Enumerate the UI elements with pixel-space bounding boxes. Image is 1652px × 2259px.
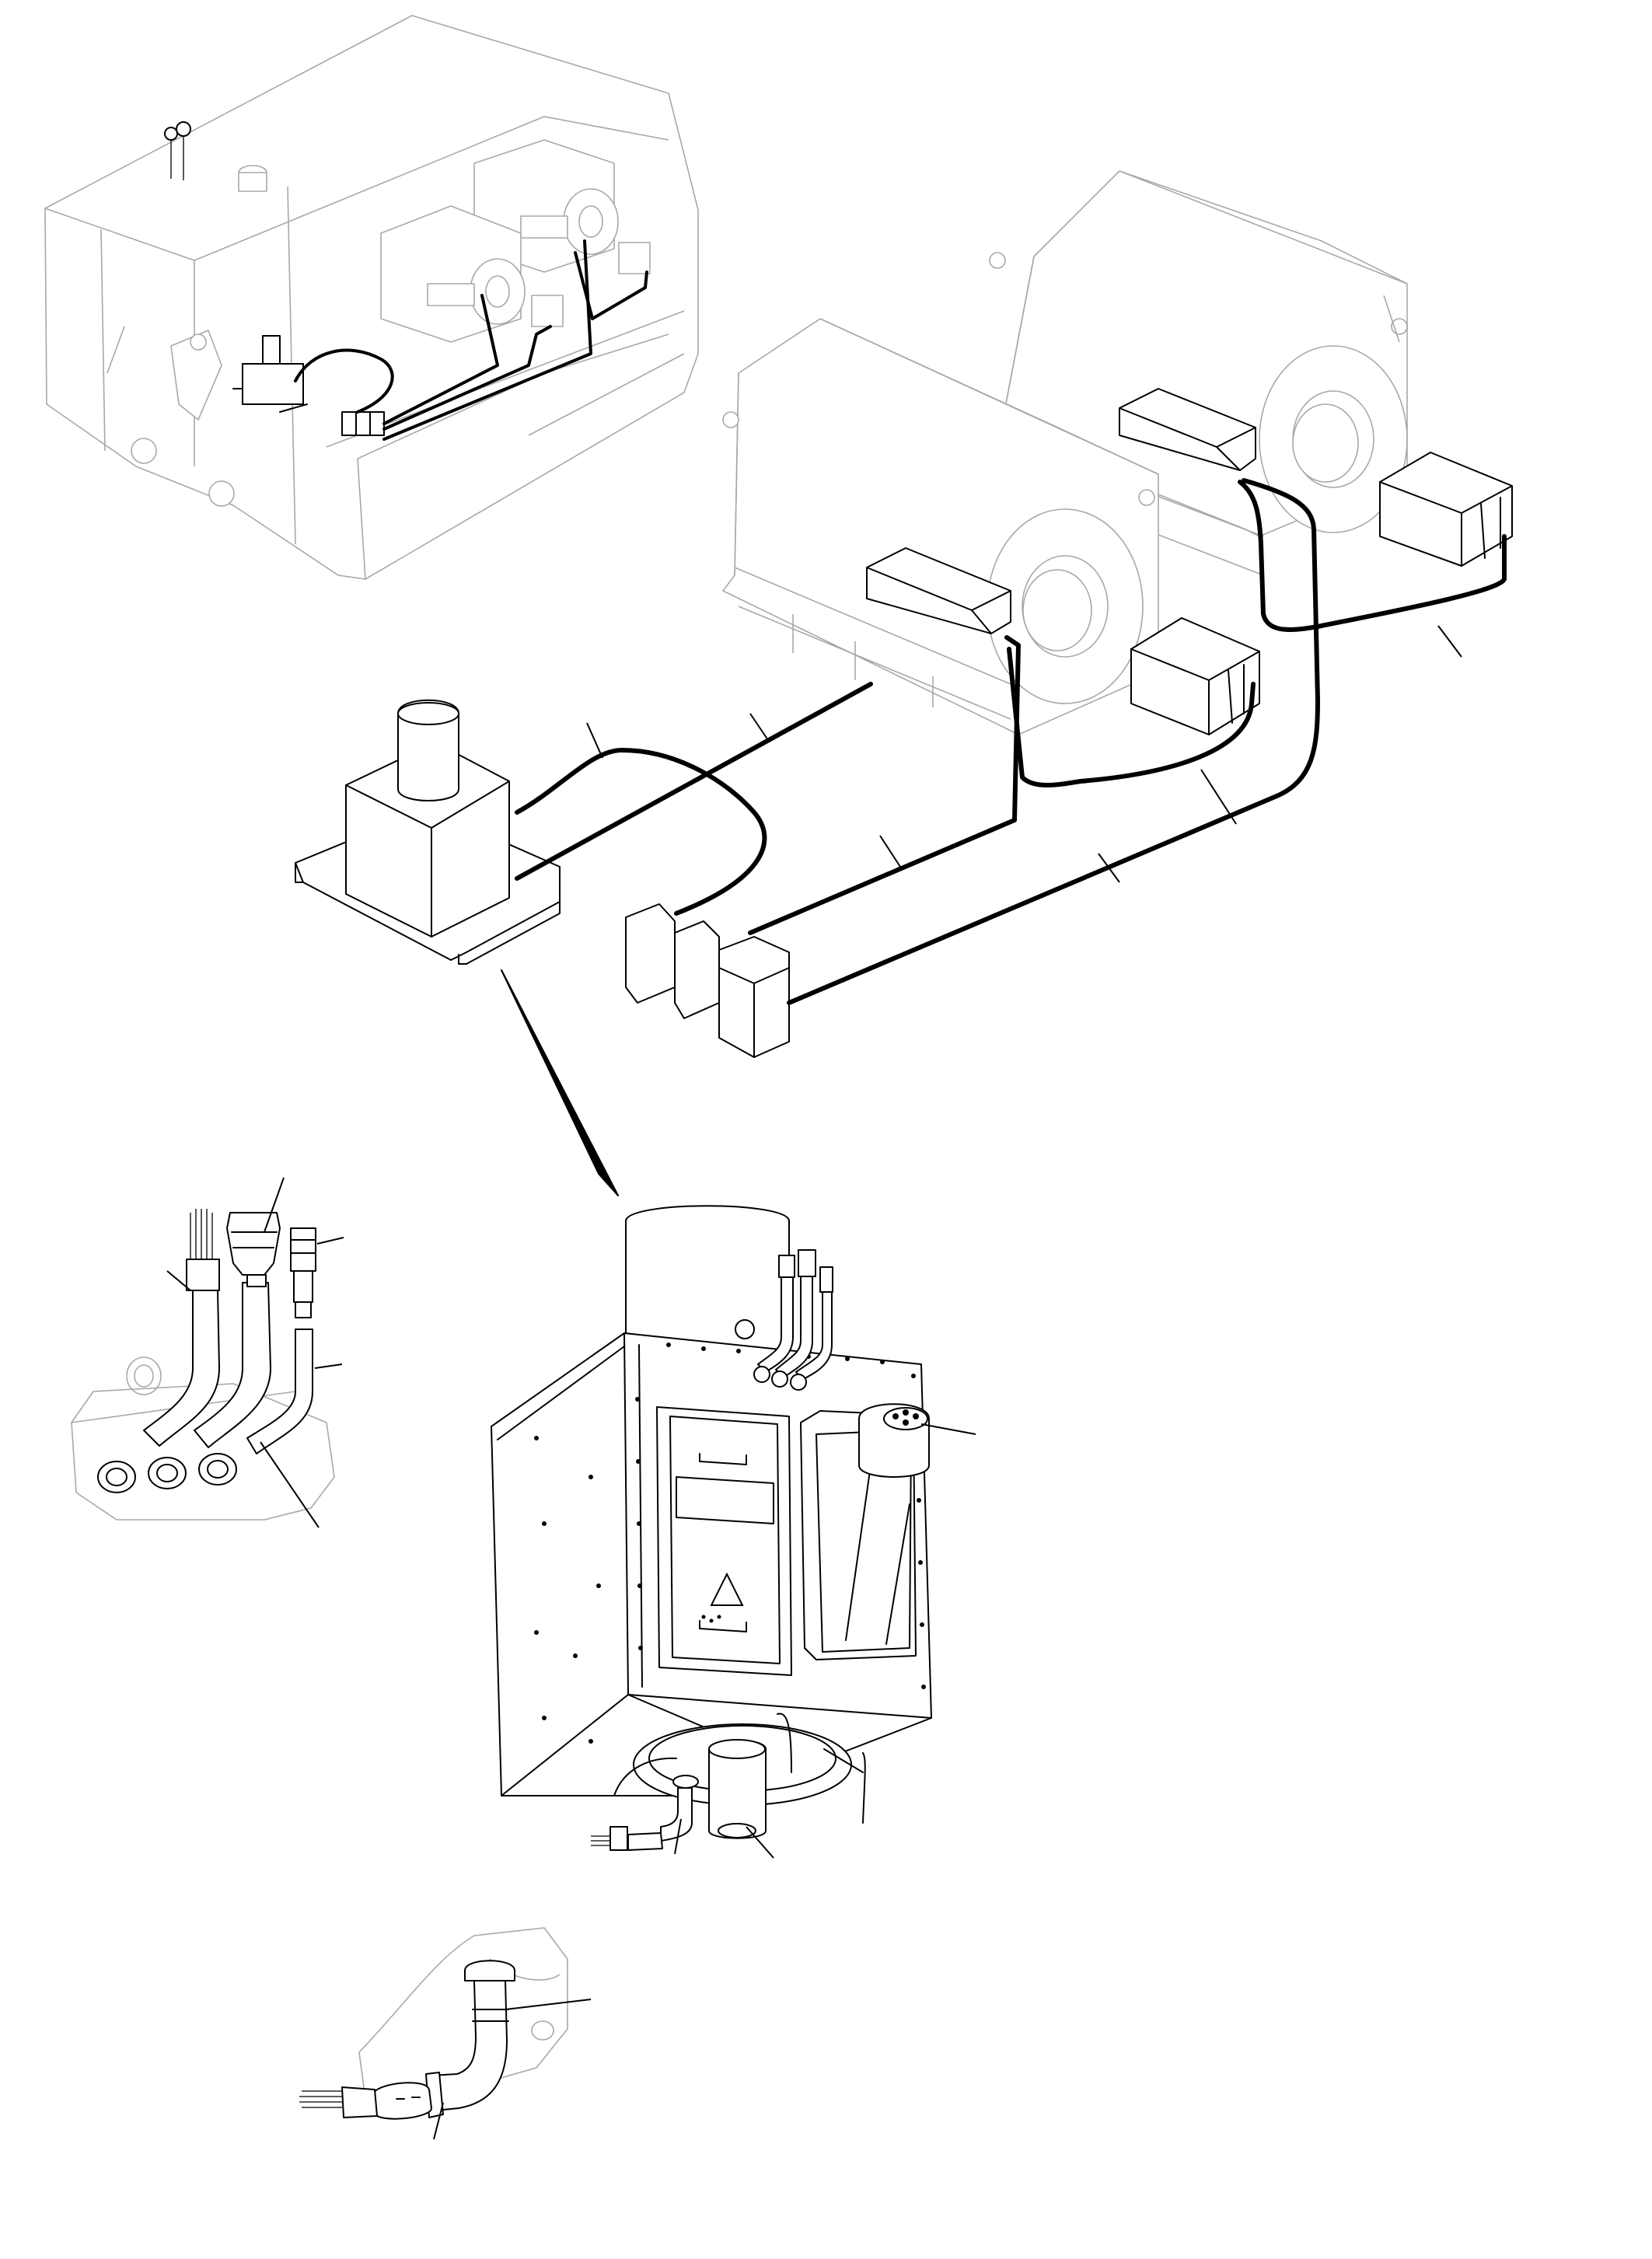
callout-leader — [749, 713, 770, 743]
traction-motor-rear — [987, 170, 1408, 576]
callout-leader — [674, 1818, 682, 1855]
traction-motor-front — [722, 318, 1159, 735]
front-terminal-box — [866, 547, 1011, 634]
callout-leader — [505, 1999, 592, 2010]
connector-detail-view — [71, 1209, 335, 1521]
junction-box-view — [491, 1205, 932, 1851]
elbow-fitting-icon — [299, 1960, 515, 2120]
terminal-block-assembly — [625, 903, 790, 1058]
callout-leader — [166, 1270, 191, 1291]
bracket-plate — [71, 1383, 335, 1521]
bottom-elbow-detail-view — [299, 1927, 568, 2120]
gland-port-icon — [97, 1453, 237, 1493]
power-cables — [515, 478, 1507, 1005]
machine-overview-view — [44, 15, 699, 580]
callout-leader — [1437, 625, 1462, 658]
callout-leader-lines — [166, 625, 1462, 2140]
callout-leader — [920, 1423, 976, 1435]
callout-leader — [433, 2102, 444, 2140]
blower-junction-box — [295, 699, 561, 965]
filler-cap-icon — [164, 121, 191, 180]
callout-leader — [746, 1826, 774, 1859]
callout-leader — [1098, 853, 1120, 883]
callout-leader — [879, 835, 901, 868]
top-cable-gland-icon — [735, 1249, 833, 1391]
access-cover-panel — [656, 1406, 792, 1676]
machine-frame-outline — [44, 15, 699, 580]
callout-leader — [264, 1177, 285, 1233]
front-aux-box — [1130, 617, 1260, 735]
rear-aux-box — [1379, 452, 1513, 567]
multi-pin-connector-icon — [186, 1209, 316, 1318]
warning-triangle-icon — [710, 1572, 744, 1606]
callout-leader — [260, 1441, 320, 1528]
rear-terminal-box — [1119, 388, 1256, 471]
callout-leader — [316, 1237, 344, 1245]
callout-leader — [586, 722, 603, 759]
mini-junction-box — [232, 335, 308, 413]
callout-leader — [314, 1363, 343, 1369]
motor-harness-view — [295, 170, 1513, 1058]
callout-leader — [1200, 769, 1237, 825]
